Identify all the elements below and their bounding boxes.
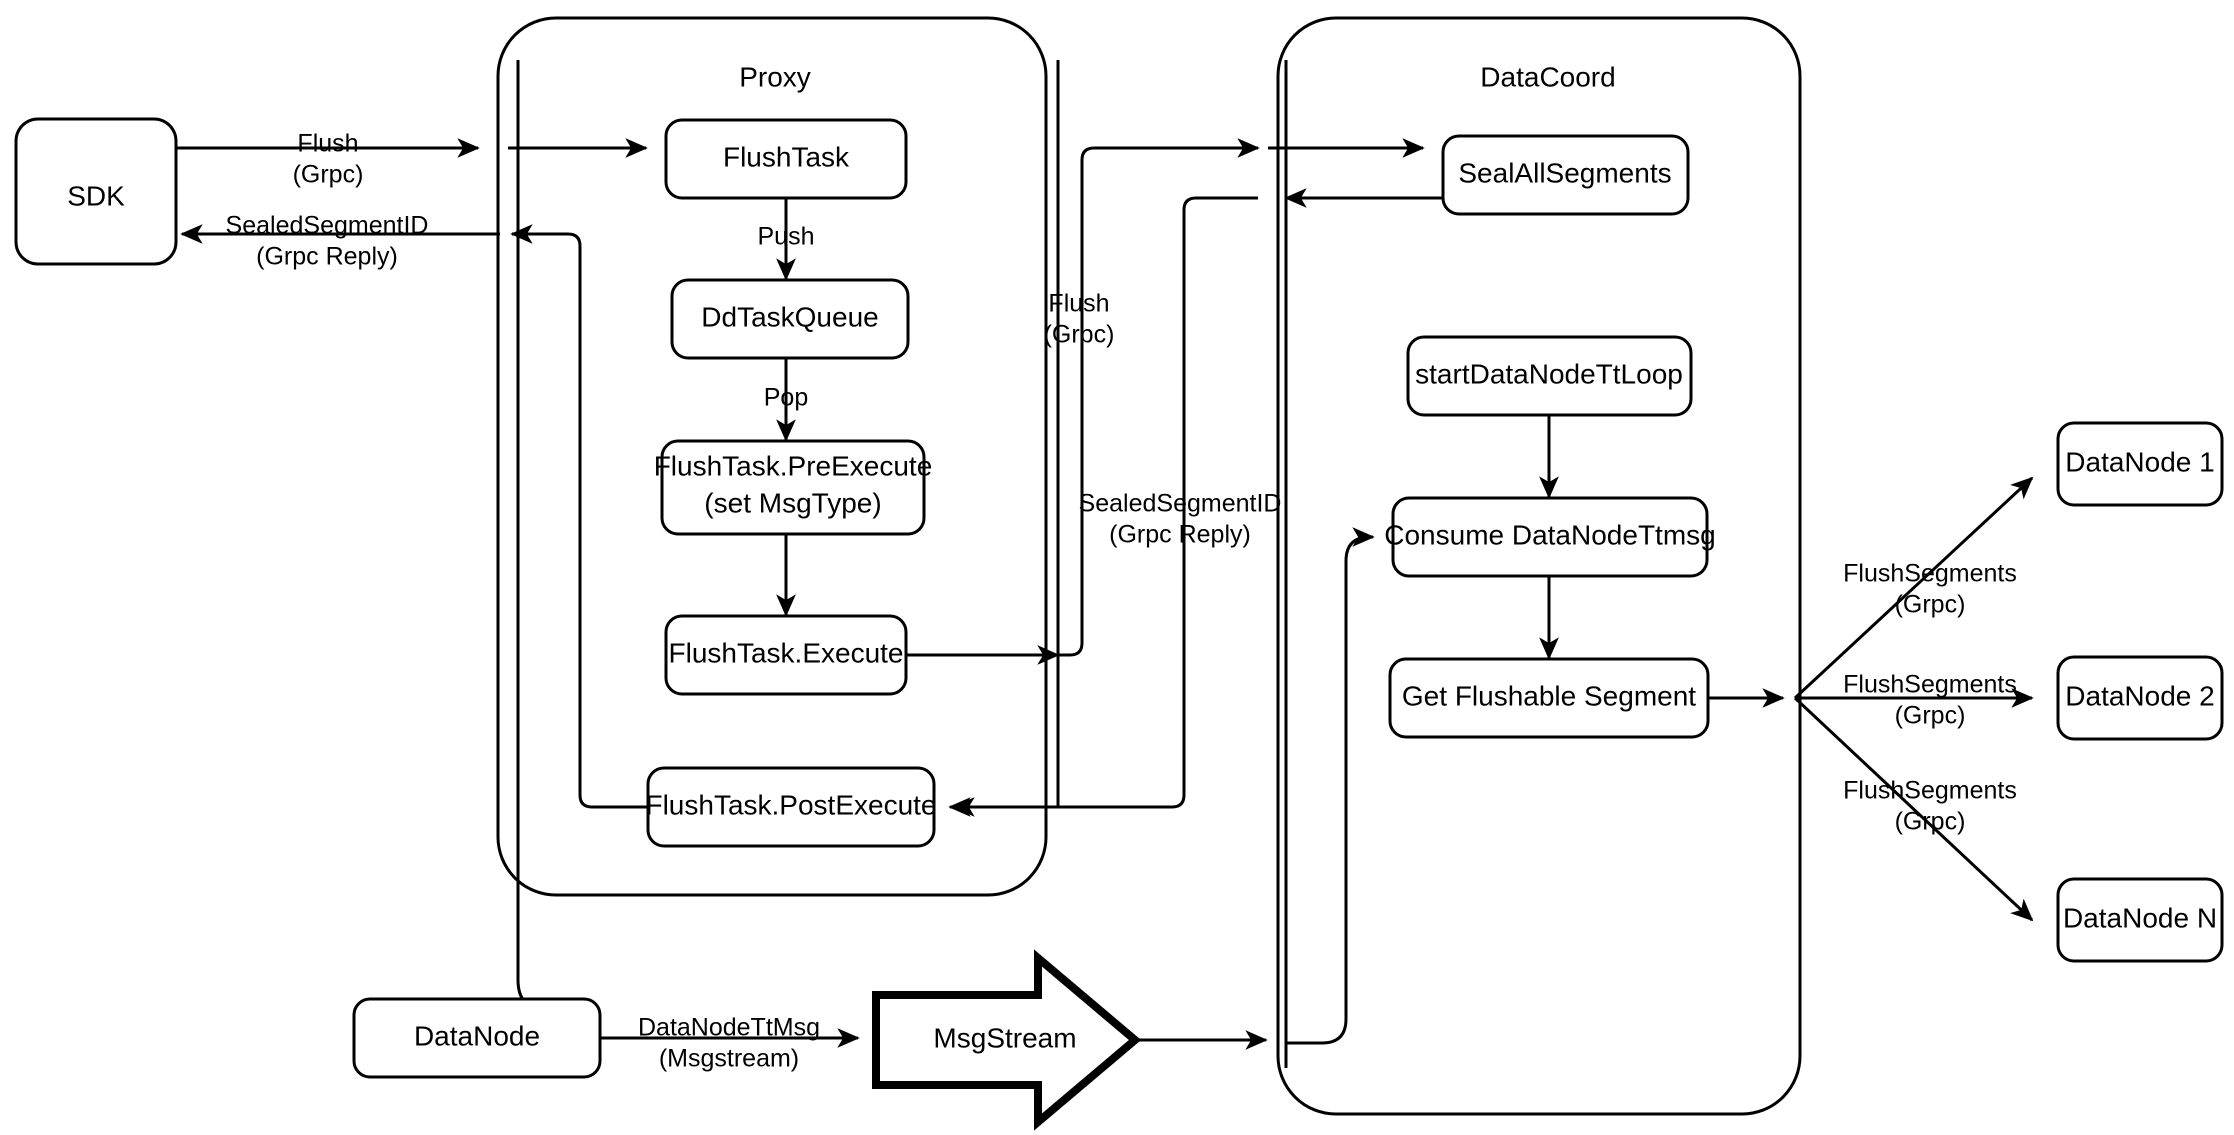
edge-pop-label: Pop xyxy=(764,384,808,412)
node-msgstream-shape[interactable] xyxy=(872,949,1142,1131)
node-sdk-label: SDK xyxy=(67,180,125,211)
edge-ttmsg-label-line1: DataNodeTtMsg xyxy=(638,1014,820,1042)
edge-ttmsg-label-line2: (Msgstream) xyxy=(659,1045,799,1073)
node-flushtask-execute-label: FlushTask.Execute xyxy=(669,637,904,668)
node-sealallsegments[interactable] xyxy=(1441,134,1690,216)
node-startdatanodettloop-label: startDataNodeTtLoop xyxy=(1415,358,1683,389)
edge-reply-to-postexecute xyxy=(952,196,1258,817)
edge-proxy-reply-label-line2: (Grpc Reply) xyxy=(1109,521,1251,549)
node-datanode-2[interactable] xyxy=(2056,655,2224,741)
node-datanode-n[interactable] xyxy=(2056,877,2224,963)
edge-fanout-to-datanoden xyxy=(1793,696,2034,922)
edge-sdk-flush-label-line2: (Grpc) xyxy=(293,161,364,189)
node-datanode-1-label: DataNode 1 xyxy=(2065,446,2214,477)
node-consume-datanodettmsg-label: Consume DataNodeTtmsg xyxy=(1384,519,1715,550)
group-datacoord-label: DataCoord xyxy=(1480,61,1615,92)
group-proxy xyxy=(496,16,1048,897)
node-datanode-1[interactable] xyxy=(2056,421,2224,507)
edge-flushsegments-n-label-line1: FlushSegments xyxy=(1843,777,2017,805)
edge-flush-to-datacoord xyxy=(1058,138,1260,657)
edge-flushsegments-1-label-line1: FlushSegments xyxy=(1843,560,2017,588)
group-proxy-label: Proxy xyxy=(739,61,811,92)
node-flushtask-preexecute-label-line2: (set MsgType) xyxy=(704,487,881,518)
edge-proxy-reply-label-line1: SealedSegmentID xyxy=(1079,490,1282,518)
node-flushtask-postexecute-label: FlushTask.PostExecute xyxy=(645,789,936,820)
node-flushtask-preexecute-label-line1: FlushTask.PreExecute xyxy=(654,450,933,481)
edge-push-label: Push xyxy=(758,223,815,251)
edge-sdk-reply-label-line2: (Grpc Reply) xyxy=(256,243,398,271)
edge-sdk-reply-label-line1: SealedSegmentID xyxy=(226,212,429,240)
node-sealallsegments-label: SealAllSegments xyxy=(1458,157,1671,188)
node-datanode-source-label: DataNode xyxy=(414,1020,540,1051)
node-sdk[interactable] xyxy=(14,117,178,266)
node-msgstream-label: MsgStream xyxy=(933,1022,1076,1053)
node-get-flushable-segment-label: Get Flushable Segment xyxy=(1402,680,1696,711)
edge-flushsegments-2-label-line2: (Grpc) xyxy=(1895,702,1966,730)
node-ddtaskqueue-label: DdTaskQueue xyxy=(701,301,878,332)
edge-fanout-to-datanode1 xyxy=(1793,476,2034,700)
edge-flushsegments-2-label-line1: FlushSegments xyxy=(1843,671,2017,699)
edge-postexecute-return xyxy=(510,224,648,809)
node-ddtaskqueue[interactable] xyxy=(670,278,910,360)
edge-rail-vertical-left xyxy=(516,60,549,1014)
node-flushtask-preexecute[interactable] xyxy=(660,439,926,536)
edge-sdk-flush-label-line1: Flush xyxy=(297,130,358,158)
edge-msgstream-to-consume xyxy=(1286,527,1375,1045)
edge-flushsegments-1-label-line2: (Grpc) xyxy=(1895,591,1966,619)
node-datanode-2-label: DataNode 2 xyxy=(2065,680,2214,711)
node-flushtask-label: FlushTask xyxy=(723,141,850,172)
node-datanode-n-label: DataNode N xyxy=(2063,902,2217,933)
group-datacoord xyxy=(1276,16,1802,1116)
edge-proxy-flush-label-line2: (Grpc) xyxy=(1044,321,1115,349)
edge-flushsegments-n-label-line2: (Grpc) xyxy=(1895,808,1966,836)
